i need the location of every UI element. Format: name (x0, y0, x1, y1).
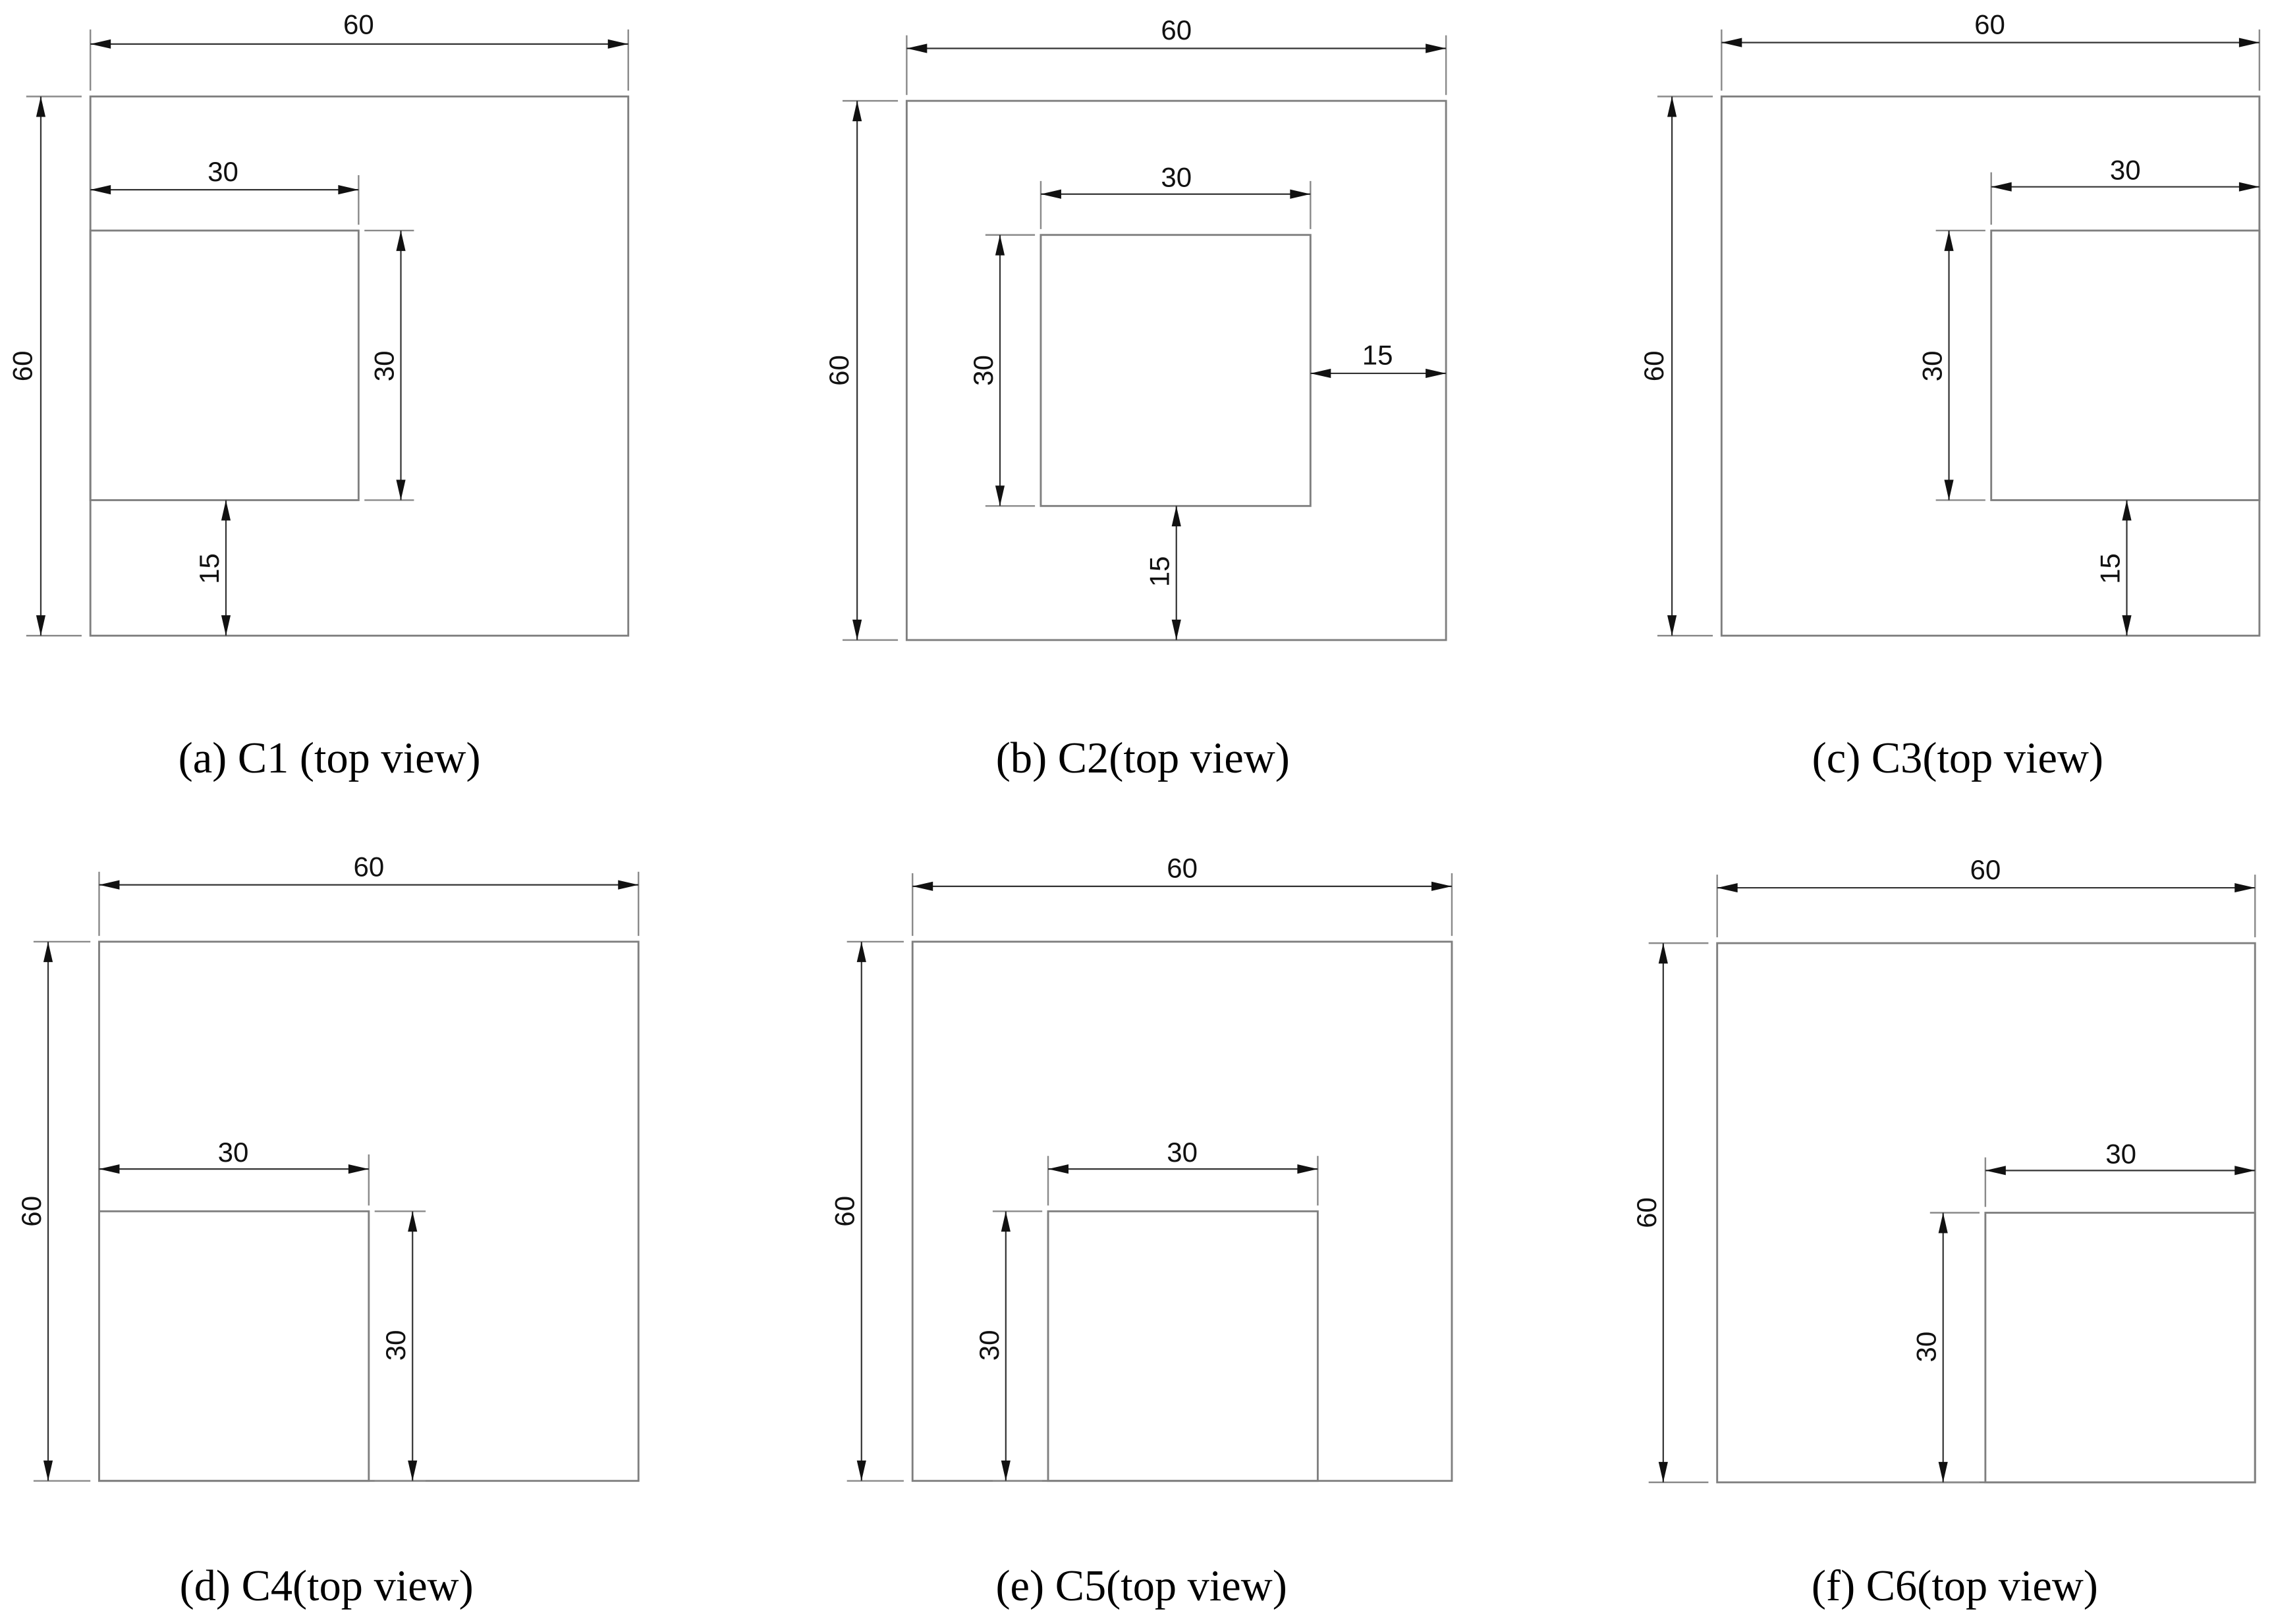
dimension-inner-height: 30 (1916, 229, 1985, 501)
inner-square (1984, 1212, 2256, 1484)
dim-label: 60 (16, 1196, 47, 1227)
dimension-outer-width: 60 (1716, 854, 2256, 938)
dimension-outer-height: 60 (16, 940, 91, 1482)
dim-label: 30 (380, 1330, 411, 1361)
dimension-outer-height: 60 (7, 95, 82, 637)
panel-d: 60 60 30 30 (d) C4(top view) (16, 851, 640, 1610)
inner-square (89, 229, 360, 501)
dimension-inner-height: 30 (374, 1210, 426, 1482)
dim-label: 60 (1638, 350, 1669, 381)
dim-label: 60 (1974, 9, 2005, 40)
dimension-offset-bottom: 15 (2094, 500, 2132, 636)
dimension-outer-height: 60 (829, 940, 904, 1482)
dim-label: 30 (2110, 155, 2141, 186)
dim-label: 60 (1631, 1197, 1662, 1228)
dim-label: 60 (1970, 854, 2001, 885)
panel-caption: (f) C6(top view) (1812, 1562, 2098, 1610)
dimension-outer-height: 60 (1631, 942, 1709, 1484)
panel-b: 60 60 30 30 (823, 14, 1447, 782)
dim-label: 30 (1911, 1332, 1942, 1363)
inner-square (1990, 229, 2261, 501)
dimension-outer-height: 60 (1638, 95, 1713, 637)
dimension-inner-width: 30 (1040, 162, 1312, 229)
dimension-offset-right: 15 (1310, 340, 1447, 379)
dim-label: 30 (968, 355, 999, 386)
dimension-outer-height: 60 (823, 99, 899, 641)
dim-label: 30 (1167, 1137, 1198, 1168)
dim-label: 15 (1362, 340, 1393, 371)
panel-a: 60 60 30 30 (7, 9, 630, 782)
panel-caption: (a) C1 (top view) (179, 734, 481, 782)
dimension-inner-width: 30 (1990, 155, 2260, 225)
inner-square (1040, 234, 1312, 507)
dim-label: 30 (368, 350, 399, 381)
dim-label: 60 (7, 350, 38, 381)
dim-label: 15 (2094, 553, 2125, 584)
panel-caption: (b) C2(top view) (996, 734, 1290, 782)
dimension-inner-height: 30 (968, 234, 1036, 507)
dimension-offset-bottom: 15 (1144, 506, 1181, 640)
panel-caption: (e) C5(top view) (995, 1562, 1287, 1610)
dimension-inner-width: 30 (90, 156, 360, 225)
dim-label: 15 (1144, 556, 1175, 587)
dimension-inner-width: 30 (1984, 1138, 2256, 1207)
dim-label: 60 (829, 1196, 860, 1227)
dimension-inner-height: 30 (364, 229, 414, 501)
dim-label: 15 (194, 553, 225, 584)
dimension-outer-width: 60 (912, 853, 1453, 936)
dimension-inner-width: 30 (1047, 1137, 1319, 1206)
dim-label: 30 (208, 156, 238, 187)
dimension-inner-width: 30 (99, 1137, 370, 1206)
inner-square (98, 1210, 370, 1482)
panel-caption: (d) C4(top view) (180, 1562, 474, 1610)
dim-label: 30 (1916, 350, 1947, 381)
dim-label: 60 (823, 355, 854, 386)
dimension-offset-bottom: 15 (194, 500, 231, 636)
dimension-outer-width: 60 (89, 9, 629, 91)
dim-label: 30 (1161, 162, 1192, 193)
dim-label: 30 (218, 1137, 249, 1168)
dim-label: 30 (2105, 1138, 2136, 1169)
dim-label: 60 (1167, 853, 1198, 884)
dimension-inner-height: 30 (974, 1210, 1043, 1482)
dimension-outer-width: 60 (906, 14, 1447, 95)
panel-caption: (c) C3(top view) (1812, 734, 2103, 782)
panel-f: 60 60 30 30 (f) C6(top view) (1631, 854, 2256, 1610)
dimension-inner-height: 30 (1911, 1212, 1980, 1484)
dimension-outer-width: 60 (98, 851, 640, 936)
panel-c: 60 60 30 30 15 (1638, 9, 2261, 782)
dim-label: 60 (1161, 14, 1192, 45)
dim-label: 30 (974, 1330, 1005, 1361)
inner-square (1047, 1210, 1319, 1482)
dimension-outer-width: 60 (1721, 9, 2261, 91)
panel-e: 60 60 30 30 (e) C5(top view) (829, 853, 1453, 1610)
dim-label: 60 (353, 851, 384, 882)
dim-label: 60 (343, 9, 374, 40)
